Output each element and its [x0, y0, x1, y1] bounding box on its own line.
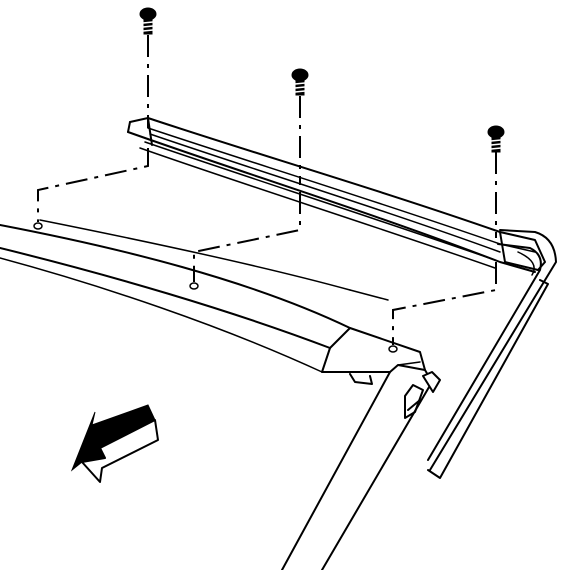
roof-rail-molding — [127, 117, 546, 273]
roof-panel — [0, 219, 426, 373]
mounting-hole-3 — [388, 345, 398, 353]
retaining-screw — [291, 68, 309, 96]
mounting-hole-2 — [189, 282, 199, 290]
locator-connectors — [37, 35, 497, 345]
mounting-hole-1 — [33, 222, 43, 230]
mounting-holes — [33, 222, 398, 353]
retaining-screw — [487, 125, 505, 153]
rear-edge-molding — [427, 229, 557, 479]
windshield-pillar — [281, 361, 441, 570]
retaining-screw — [139, 7, 157, 35]
arrow-down-left-icon — [70, 404, 159, 483]
